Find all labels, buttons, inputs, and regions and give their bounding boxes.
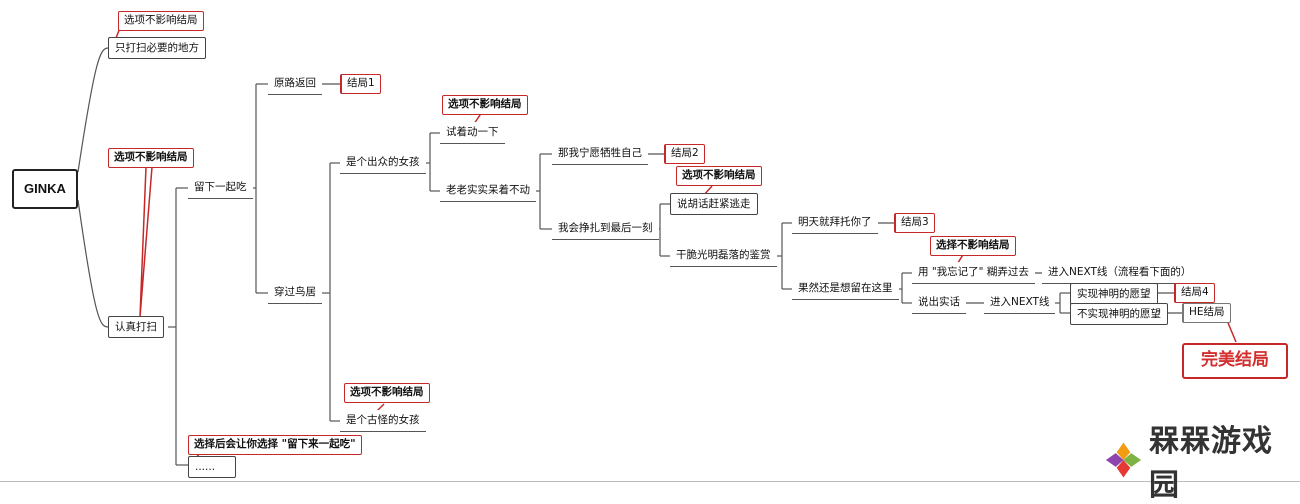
node-struggle: 我会挣扎到最后一刻 (552, 218, 659, 240)
node-try-move: 试着动一下 (440, 122, 505, 144)
ending-4: 结局4 (1174, 283, 1215, 303)
node-stay-still: 老老实实呆着不动 (440, 180, 536, 202)
node-want-stay: 果然还是想留在这里 (792, 278, 899, 300)
node-appreciate: 干脆光明磊落的鉴赏 (670, 245, 777, 267)
node-sacrifice: 那我宁愿牺牲自己 (552, 143, 648, 165)
ending-3: 结局3 (894, 213, 935, 233)
watermark-logo-icon (1105, 442, 1142, 478)
edge-root-serious-sweep (77, 199, 109, 328)
note-odd: 选项不影响结局 (344, 383, 430, 403)
node-forgot: 用 "我忘记了" 糊弄过去 (912, 262, 1035, 284)
root-node: GINKA (12, 169, 78, 209)
note-top: 选项不影响结局 (118, 11, 204, 31)
node-outstanding-girl: 是个出众的女孩 (340, 152, 426, 174)
ending-2: 结局2 (664, 144, 705, 164)
ending-1: 结局1 (340, 74, 381, 94)
node-truth: 说出实话 (912, 292, 966, 314)
node-nonsense: 说胡话赶紧逃走 (670, 193, 758, 215)
watermark: 槑槑游戏园 (1104, 424, 1300, 503)
node-next2: 进入NEXT线 (984, 292, 1056, 314)
node-next1: 进入NEXT线（流程看下面的） (1042, 262, 1198, 284)
node-through-torii: 穿过鸟居 (268, 282, 322, 304)
note-stay: 选项不影响结局 (108, 148, 194, 168)
node-odd-girl: 是个古怪的女孩 (340, 410, 426, 432)
perfect-ending-label: 完美结局 (1182, 343, 1288, 379)
note-try: 选项不影响结局 (442, 95, 528, 115)
node-go-back: 原路返回 (268, 73, 322, 95)
note-nonsense: 选项不影响结局 (676, 166, 762, 186)
node-only-sweep: 只打扫必要的地方 (108, 37, 206, 59)
connector-lines (77, 27, 1237, 466)
note-ellipsis: 选择后会让你选择 "留下来一起吃" (188, 435, 362, 455)
node-not-realize: 不实现神明的愿望 (1070, 303, 1168, 325)
watermark-text: 槑槑游戏园 (1148, 424, 1273, 503)
mind-map: GINKA 只打扫必要的地方 留下一起吃 认真打扫 ...... 原路返回 穿过… (0, 11, 1300, 503)
bottom-divider (0, 481, 1300, 482)
node-ellipsis: ...... (188, 456, 236, 478)
node-tomorrow: 明天就拜托你了 (792, 212, 878, 234)
edge-root-only-sweep (77, 47, 109, 173)
ending-he: HE结局 (1182, 303, 1231, 323)
node-realize: 实现神明的愿望 (1070, 283, 1158, 305)
node-stay-eat: 留下一起吃 (188, 177, 253, 199)
node-serious-sweep: 认真打扫 (108, 316, 164, 338)
note-forgot: 选择不影响结局 (930, 236, 1016, 256)
